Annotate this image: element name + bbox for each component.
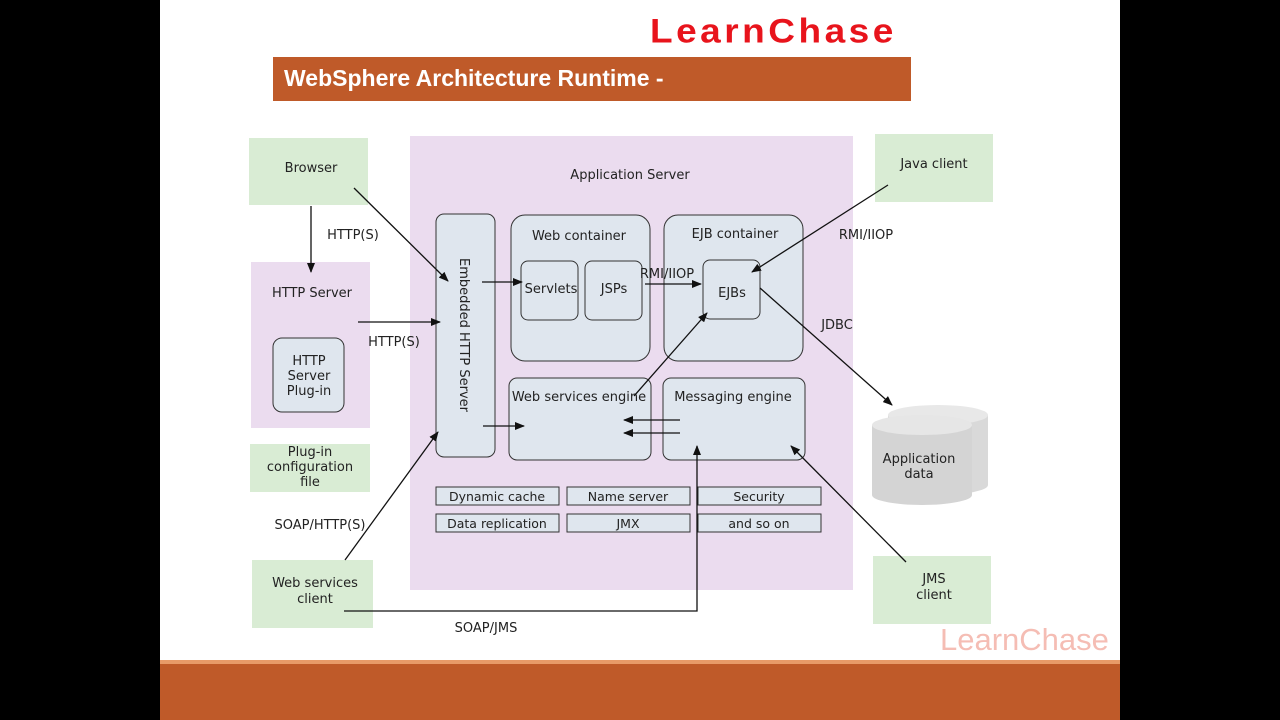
messaging-engine-box (662, 377, 806, 461)
edge-label-http-1: HTTP(S) (327, 228, 379, 243)
slide-title-bar: WebSphere Architecture Runtime - (273, 57, 911, 101)
web-container-label: Web container (532, 229, 627, 244)
service-jmx: JMX (615, 516, 639, 531)
arrow-ejbs-to-data (759, 287, 893, 406)
database-icon (872, 405, 988, 505)
application-data-line-1: Application (883, 452, 956, 467)
http-server-plugin-box (272, 337, 345, 413)
web-services-engine-box (508, 377, 652, 461)
footer-divider (160, 660, 1120, 664)
plugin-config-line-1: Plug-in (288, 445, 332, 460)
java-client-label: Java client (899, 157, 967, 172)
browser-label: Browser (285, 161, 338, 176)
ejb-container-label: EJB container (692, 227, 779, 242)
service-box (435, 486, 560, 506)
web-services-client-line-2: client (297, 592, 333, 607)
service-box (566, 486, 691, 506)
edge-label-jdbc: JDBC (820, 318, 853, 333)
service-box (435, 513, 560, 533)
plugin-line-3: Plug-in (287, 384, 331, 399)
servlets-label: Servlets (525, 282, 578, 297)
jms-client-box (873, 556, 991, 624)
embedded-http-server-box (435, 213, 496, 458)
service-box (697, 513, 822, 533)
arrow-java-client-to-ejbs (751, 184, 889, 273)
service-security: Security (733, 489, 785, 504)
arrow-ws-engine-to-ejbs (633, 312, 708, 397)
arrow-ws-client-to-messaging (344, 445, 701, 612)
web-container-box (510, 214, 651, 362)
application-server-label: Application Server (570, 168, 690, 183)
plugin-config-box (250, 444, 370, 492)
jsps-label: JSPs (600, 282, 628, 297)
learnchase-logo: LearnChase (650, 12, 897, 50)
service-box (566, 513, 691, 533)
java-client-box (875, 134, 993, 202)
service-dynamic-cache: Dynamic cache (449, 489, 545, 504)
edge-label-soap-jms: SOAP/JMS (455, 621, 518, 636)
jsps-box (584, 260, 643, 321)
watermark: LearnChase (940, 622, 1109, 657)
service-data-replication: Data replication (447, 516, 547, 531)
edge-label-java-rmi: RMI/IIOP (839, 228, 893, 243)
edge-label-http-2: HTTP(S) (368, 335, 420, 350)
jms-client-line-2: client (916, 588, 952, 603)
slide-title: WebSphere Architecture Runtime - (284, 65, 664, 91)
servlets-box (520, 260, 579, 321)
arrow-browser-to-embedded (353, 187, 449, 282)
embedded-http-server-label: Embedded HTTP Server (456, 258, 471, 413)
plugin-config-line-2: configuration (267, 460, 353, 475)
edge-label-soap-http: SOAP/HTTP(S) (274, 518, 365, 533)
footer-bar (160, 664, 1120, 720)
edge-label-servlets-rmi: RMI/IIOP (640, 267, 694, 282)
connection-arrows (307, 184, 907, 612)
ejbs-label: EJBs (718, 286, 746, 301)
arrow-ws-client-to-embedded (344, 431, 439, 561)
jms-client-line-1: JMS (921, 572, 945, 587)
plugin-config-line-3: file (300, 475, 320, 490)
service-and-so-on: and so on (728, 516, 789, 531)
browser-box (249, 138, 368, 205)
services-grid: Dynamic cache Name server Security Data … (435, 486, 822, 533)
ejbs-box (702, 259, 761, 320)
web-services-client-box (252, 560, 373, 628)
messaging-engine-label: Messaging engine (674, 390, 792, 405)
plugin-line-2: Server (288, 369, 331, 384)
service-name-server: Name server (588, 489, 669, 504)
web-services-engine-label: Web services engine (512, 390, 646, 405)
http-server-label: HTTP Server (272, 286, 353, 301)
plugin-line-1: HTTP (292, 354, 325, 369)
web-services-client-line-1: Web services (272, 576, 358, 591)
application-data-line-2: data (904, 467, 933, 482)
service-box (697, 486, 822, 506)
arrow-jms-client-to-messaging (790, 445, 907, 563)
